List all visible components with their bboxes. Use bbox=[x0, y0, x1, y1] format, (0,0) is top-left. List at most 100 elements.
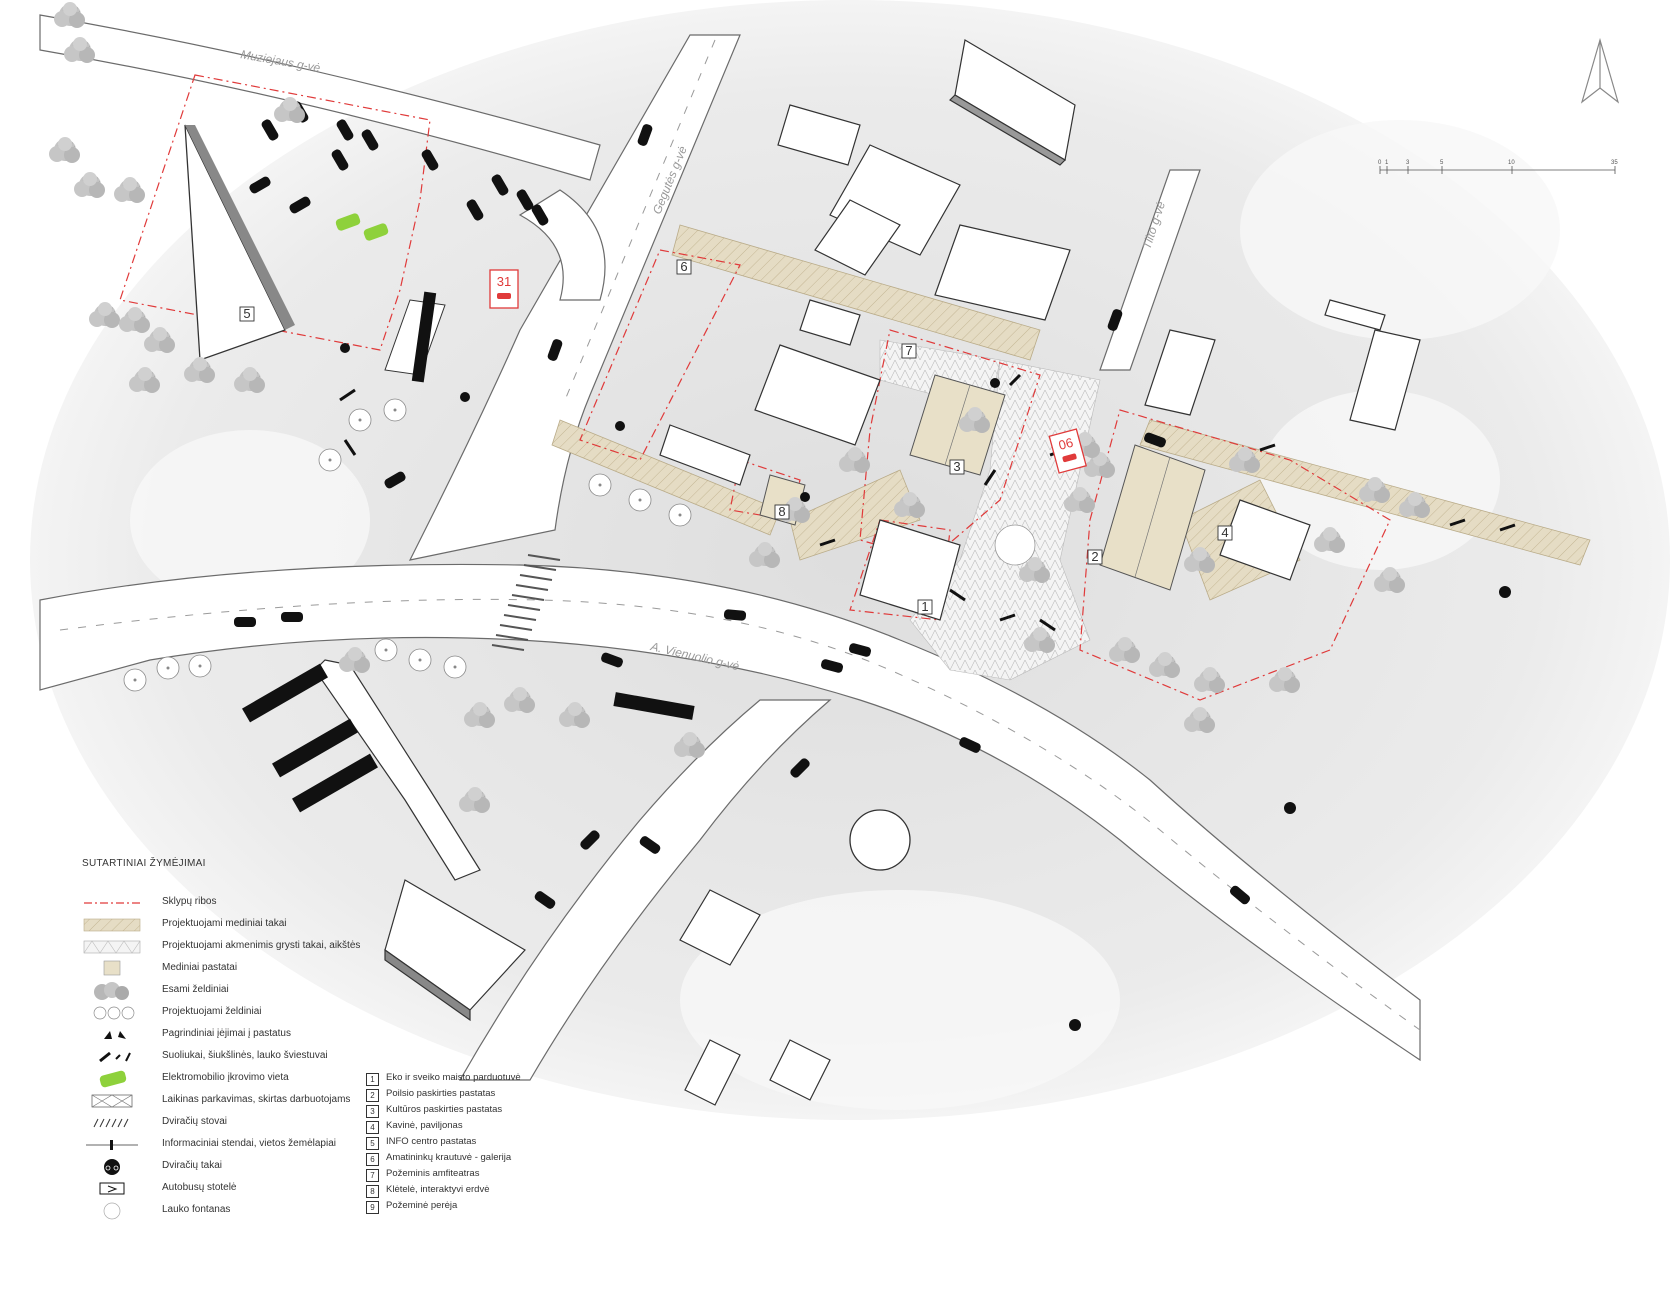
building-number-5: 5 bbox=[243, 306, 250, 321]
scale-label-5: 35 bbox=[1611, 160, 1618, 166]
red-dash-line-icon bbox=[84, 902, 140, 904]
legend-item-wood-buildings: Mediniai pastatai bbox=[82, 959, 362, 981]
legend-label: Pagrindiniai įėjimai į pastatus bbox=[162, 1028, 291, 1039]
numbered-item-3: 3 Kultūros paskirties pastatas bbox=[366, 1104, 666, 1120]
legend-label: Mediniai pastatai bbox=[162, 962, 238, 973]
building-number-3: 3 bbox=[953, 459, 960, 474]
parking-badge-east-number: 06 bbox=[1057, 435, 1075, 453]
number-box: 2 bbox=[366, 1089, 379, 1102]
scale-label-2: 3 bbox=[1406, 160, 1410, 166]
outdoor-fountain bbox=[994, 524, 1036, 566]
ev-charging-icon bbox=[99, 1070, 127, 1088]
numbered-item-7: 7 Požeminis amfiteatras bbox=[366, 1168, 666, 1184]
legend-label: Suoliukai, šiukšlinės, lauko šviestuvai bbox=[162, 1050, 328, 1061]
legend-label: Sklypų ribos bbox=[162, 896, 217, 907]
legend-label: Projektuojami želdiniai bbox=[162, 1006, 262, 1017]
number-box: 9 bbox=[366, 1201, 379, 1214]
legend-label: Esami želdiniai bbox=[162, 984, 229, 995]
numbered-item-5: 5 INFO centro pastatas bbox=[366, 1136, 666, 1152]
legend-item-bike-lanes: Dviračių takai bbox=[82, 1157, 362, 1179]
ev-charging-spots bbox=[335, 213, 389, 241]
numbered-label: Kultūros paskirties pastatas bbox=[386, 1104, 503, 1115]
wood-hatch-icon bbox=[83, 918, 141, 932]
bike-racks-icon bbox=[93, 1118, 129, 1128]
stone-hatch-icon bbox=[83, 940, 141, 954]
number-box: 7 bbox=[366, 1169, 379, 1182]
existing-trees-icon bbox=[94, 982, 129, 1000]
entrance-arrows-icon bbox=[104, 1031, 126, 1039]
legend-label: Dviračių takai bbox=[162, 1160, 223, 1171]
scale-bar-labels: 0 1 3 5 10 35 bbox=[1378, 160, 1618, 166]
number-box: 3 bbox=[366, 1105, 379, 1118]
legend-item-wood-paths: Projektuojami mediniai takai bbox=[82, 915, 362, 937]
info-stand-icon bbox=[86, 1140, 138, 1150]
legend-item-bike-racks: Dviračių stovai bbox=[82, 1113, 362, 1135]
legend-item-stone-paths: Projektuojami akmenimis grysti takai, ai… bbox=[82, 937, 362, 959]
number-box: 6 bbox=[366, 1153, 379, 1166]
numbered-item-4: 4 Kavinė, paviljonas bbox=[366, 1120, 666, 1136]
bench-bin-light-icon bbox=[99, 1051, 131, 1063]
legend-label: Autobusų stotelė bbox=[162, 1182, 237, 1193]
info-stands bbox=[340, 343, 1000, 502]
fountain-icon bbox=[103, 1202, 121, 1220]
legend-item-fountain: Lauko fontanas bbox=[82, 1201, 362, 1223]
number-box: 1 bbox=[366, 1073, 379, 1086]
numbered-item-1: 1 Eko ir sveiko maisto parduotuvė bbox=[366, 1072, 666, 1088]
bus-stop-icon bbox=[99, 1182, 125, 1195]
existing-buildings bbox=[314, 39, 1421, 1106]
bike-lane-icon bbox=[104, 1159, 120, 1175]
building-number-2: 2 bbox=[1091, 549, 1098, 564]
round-tank bbox=[849, 809, 911, 871]
parking-badge-east: 06 bbox=[1048, 428, 1087, 474]
legend-label: Laikinas parkavimas, skirtas darbuotojam… bbox=[162, 1094, 351, 1105]
parking-badge-west: 31 bbox=[489, 269, 519, 309]
legend-item-temp-parking: Laikinas parkavimas, skirtas darbuotojam… bbox=[82, 1091, 362, 1113]
legend-title: SUTARTINIAI ŽYMĖJIMAI bbox=[82, 858, 206, 869]
legend-item-info-stands: Informaciniai stendai, vietos žemėlapiai bbox=[82, 1135, 362, 1157]
legend-label: Projektuojami akmenimis grysti takai, ai… bbox=[162, 940, 361, 951]
number-box: 5 bbox=[366, 1137, 379, 1150]
legend-item-bus-stop: Autobusų stotelė bbox=[82, 1179, 362, 1201]
legend-item-plot-boundary: Sklypų ribos bbox=[82, 893, 362, 915]
building-number-8: 8 bbox=[778, 504, 785, 519]
planned-trees-icon bbox=[93, 1006, 135, 1020]
legend-item-existing-trees: Esami želdiniai bbox=[82, 981, 362, 1003]
scale-label-4: 10 bbox=[1508, 160, 1515, 166]
building-number-4: 4 bbox=[1221, 525, 1228, 540]
legend-item-ev-charging: Elektromobilio įkrovimo vieta bbox=[82, 1069, 362, 1091]
numbered-item-8: 8 Klėtelė, interaktyvi erdvė bbox=[366, 1184, 666, 1200]
building-number-labels bbox=[239, 259, 1233, 615]
legend-label: Elektromobilio įkrovimo vieta bbox=[162, 1072, 289, 1083]
building-number-6: 6 bbox=[680, 259, 687, 274]
scale-label-0: 0 bbox=[1378, 160, 1382, 166]
parking-badge-west-number: 31 bbox=[497, 274, 511, 289]
numbered-label: Kavinė, paviljonas bbox=[386, 1120, 463, 1131]
numbered-label: Amatininkų krautuvė - galerija bbox=[386, 1152, 512, 1163]
temp-parking-icon bbox=[91, 1094, 133, 1108]
scale-label-3: 5 bbox=[1440, 160, 1444, 166]
legend-item-entrances: Pagrindiniai įėjimai į pastatus bbox=[82, 1025, 362, 1047]
bus-bays bbox=[242, 663, 695, 813]
north-arrow-icon bbox=[1580, 37, 1620, 104]
number-box: 4 bbox=[366, 1121, 379, 1134]
numbered-label: Eko ir sveiko maisto parduotuvė bbox=[386, 1072, 521, 1083]
numbered-item-6: 6 Amatininkų krautuvė - galerija bbox=[366, 1152, 666, 1168]
numbered-label: Požeminis amfiteatras bbox=[386, 1168, 480, 1179]
legend-label: Lauko fontanas bbox=[162, 1204, 231, 1215]
legend-label: Dviračių stovai bbox=[162, 1116, 228, 1127]
numbered-item-9: 9 Požeminė perėja bbox=[366, 1200, 666, 1216]
bike-lane-markers bbox=[1069, 586, 1511, 1031]
scale-label-1: 1 bbox=[1385, 160, 1389, 166]
wood-building-icon bbox=[103, 960, 121, 976]
numbered-label: Klėtelė, interaktyvi erdvė bbox=[386, 1184, 490, 1195]
legend-label: Informaciniai stendai, vietos žemėlapiai bbox=[162, 1138, 336, 1149]
numbered-label: INFO centro pastatas bbox=[386, 1136, 477, 1147]
roads bbox=[39, 14, 1421, 1081]
number-box: 8 bbox=[366, 1185, 379, 1198]
numbered-label: Požeminė perėja bbox=[386, 1200, 458, 1211]
building-number-1: 1 bbox=[921, 599, 928, 614]
building-number-text: 1 2 3 4 5 6 7 8 bbox=[243, 259, 1228, 614]
building-number-7: 7 bbox=[905, 343, 912, 358]
scale-bar bbox=[1379, 166, 1616, 174]
